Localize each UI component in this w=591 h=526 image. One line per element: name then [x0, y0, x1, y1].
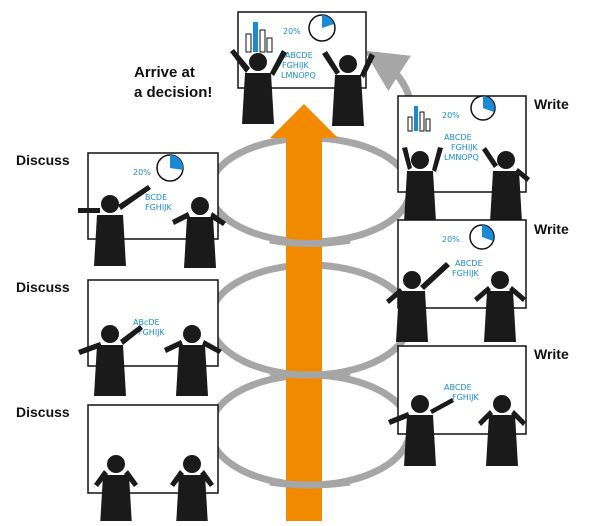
- svg-text:FGHIJK: FGHIJK: [452, 393, 480, 402]
- discuss-label-3: Discuss: [16, 152, 70, 168]
- svg-text:ABCDE: ABCDE: [455, 259, 483, 268]
- svg-text:FGHIJK: FGHIJK: [145, 203, 173, 212]
- svg-text:20%: 20%: [133, 168, 151, 177]
- svg-text:20%: 20%: [442, 111, 460, 120]
- write-label-1: Write: [534, 346, 569, 362]
- svg-text:BCDE: BCDE: [145, 193, 167, 202]
- svg-text:ABCDE: ABCDE: [444, 383, 472, 392]
- board-percent: 20%: [283, 27, 301, 36]
- board-discuss-3: 20% BCDE FGHIJK: [78, 152, 226, 268]
- decision-label-line1: Arrive at: [134, 64, 195, 81]
- svg-text:FGHIJK: FGHIJK: [138, 328, 166, 337]
- svg-text:ABcDE: ABcDE: [133, 318, 160, 327]
- svg-text:LMNOPQ: LMNOPQ: [444, 153, 479, 162]
- board-discuss-1: [87, 404, 219, 526]
- svg-text:FGHIJK: FGHIJK: [451, 143, 479, 152]
- write-label-2: Write: [534, 221, 569, 237]
- board-decision: 20% ABCDE FGHIJK LMNOPQ: [230, 11, 375, 126]
- pie-chart-icon: [308, 14, 336, 42]
- discuss-label-1: Discuss: [16, 404, 70, 420]
- board-write-3: 20% ABCDE FGHIJK LMNOPQ: [397, 95, 530, 222]
- board-line3: LMNOPQ: [281, 71, 316, 80]
- board-write-1: ABCDE FGHIJK: [388, 345, 527, 466]
- board-line1: ABCDE: [285, 51, 313, 60]
- bar-chart-icon: [245, 22, 273, 53]
- board-discuss-2: ABcDE FGHIJK: [78, 279, 222, 396]
- discuss-label-2: Discuss: [16, 279, 70, 295]
- person-cheering-1: [230, 49, 287, 124]
- board-write-2: 20% ABCDE FGHIJK: [386, 219, 527, 342]
- svg-text:20%: 20%: [442, 235, 460, 244]
- progress-arrow: [270, 104, 338, 521]
- svg-text:ABCDE: ABCDE: [444, 133, 472, 142]
- svg-text:FGHIJK: FGHIJK: [452, 269, 480, 278]
- person-cheering-2: [322, 51, 375, 126]
- board-line2: FGHIJK: [282, 61, 310, 70]
- write-label-3: Write: [534, 96, 569, 112]
- spiral-loops-front: [269, 236, 351, 489]
- decision-label-line2: a decision!: [134, 84, 213, 101]
